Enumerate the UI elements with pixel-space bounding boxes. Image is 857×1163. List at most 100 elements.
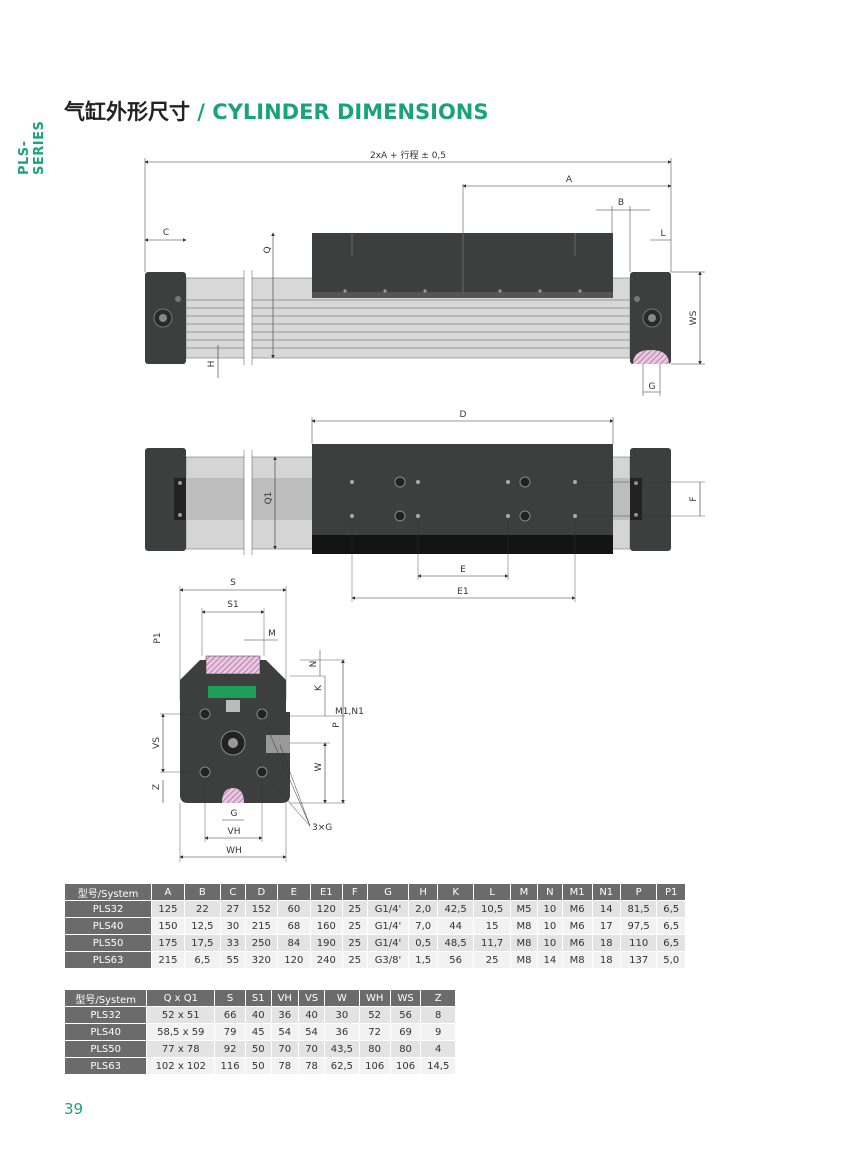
value-cell: 27 [221, 901, 245, 917]
value-cell: 14,5 [421, 1058, 455, 1074]
value-cell: 92 [215, 1041, 245, 1057]
value-cell: 62,5 [325, 1058, 359, 1074]
dim-total: 2xA + 行程 ± 0,5 [370, 149, 446, 161]
value-cell: 50 [245, 1041, 271, 1057]
value-cell: 84 [278, 935, 310, 951]
value-cell: 79 [215, 1024, 245, 1040]
table-header: Z [421, 990, 455, 1006]
value-cell: M8 [562, 952, 592, 968]
value-cell: M8 [510, 918, 538, 934]
title-en: CYLINDER DIMENSIONS [212, 100, 489, 124]
table-header: F [343, 884, 367, 900]
table-header: Q x Q1 [147, 990, 215, 1006]
value-cell: 215 [152, 952, 184, 968]
value-cell: 22 [184, 901, 221, 917]
value-cell: 42,5 [437, 901, 474, 917]
table-header: L [474, 884, 510, 900]
dim-P1: P1 [153, 632, 163, 643]
value-cell: 44 [437, 918, 474, 934]
model-cell: PLS32 [65, 1007, 147, 1023]
value-cell: 14 [592, 901, 620, 917]
table-header: E [278, 884, 310, 900]
value-cell: 12,5 [184, 918, 221, 934]
value-cell: 6,5 [657, 935, 685, 951]
value-cell: 78 [271, 1058, 298, 1074]
dim-M: M [268, 629, 276, 639]
value-cell: 68 [278, 918, 310, 934]
value-cell: 58,5 x 59 [147, 1024, 215, 1040]
value-cell: 120 [278, 952, 310, 968]
value-cell: 25 [343, 935, 367, 951]
value-cell: 106 [359, 1058, 390, 1074]
dim-L: L [660, 229, 665, 239]
value-cell: 25 [343, 901, 367, 917]
value-cell: 66 [215, 1007, 245, 1023]
value-cell: 7,0 [409, 918, 437, 934]
value-cell: 10 [538, 935, 562, 951]
table-header: 型号/System [65, 884, 152, 900]
table-header: K [437, 884, 474, 900]
page-title: 气缸外形尺寸 / CYLINDER DIMENSIONS [64, 96, 489, 126]
value-cell: 55 [221, 952, 245, 968]
value-cell: 60 [278, 901, 310, 917]
value-cell: M6 [562, 935, 592, 951]
model-cell: PLS40 [65, 1024, 147, 1040]
value-cell: 54 [299, 1024, 325, 1040]
table-header: VH [271, 990, 298, 1006]
dim-WH: WH [226, 846, 242, 856]
value-cell: 54 [271, 1024, 298, 1040]
model-cell: PLS63 [65, 952, 152, 968]
table-header: P [620, 884, 657, 900]
value-cell: M8 [510, 935, 538, 951]
dim-VH: VH [228, 827, 241, 837]
table-header: G [367, 884, 409, 900]
value-cell: 10 [538, 918, 562, 934]
table-header: M [510, 884, 538, 900]
value-cell: 77 x 78 [147, 1041, 215, 1057]
value-cell: M6 [562, 901, 592, 917]
dim-A: A [566, 175, 573, 185]
value-cell: 50 [245, 1058, 271, 1074]
value-cell: 43,5 [325, 1041, 359, 1057]
technical-drawing: 2xA + 行程 ± 0,5 A B C L [144, 149, 705, 862]
dim-VS: VS [152, 737, 162, 749]
value-cell: 52 [359, 1007, 390, 1023]
dim-S: S [230, 578, 236, 588]
dim-Q1: Q1 [264, 492, 274, 505]
value-cell: 2,0 [409, 901, 437, 917]
value-cell: 110 [620, 935, 657, 951]
dim-G: G [649, 382, 656, 392]
value-cell: 25 [474, 952, 510, 968]
table-header: H [409, 884, 437, 900]
value-cell: G1/4' [367, 901, 409, 917]
value-cell: 175 [152, 935, 184, 951]
table-header: N [538, 884, 562, 900]
top-view: D Q1 F E [145, 410, 705, 602]
value-cell: M8 [510, 952, 538, 968]
table-header: WS [390, 990, 421, 1006]
table-header: W [325, 990, 359, 1006]
dim-S1: S1 [227, 600, 238, 610]
table-header: P1 [657, 884, 685, 900]
model-cell: PLS32 [65, 901, 152, 917]
value-cell: G1/4' [367, 918, 409, 934]
table-header: VS [299, 990, 325, 1006]
dim-Q: Q [263, 246, 273, 253]
value-cell: 6,5 [657, 901, 685, 917]
dim-P: P [332, 722, 342, 728]
dim-Z: Z [152, 784, 162, 790]
value-cell: 36 [271, 1007, 298, 1023]
value-cell: 106 [390, 1058, 421, 1074]
value-cell: 9 [421, 1024, 455, 1040]
model-cell: PLS50 [65, 1041, 147, 1057]
value-cell: 11,7 [474, 935, 510, 951]
value-cell: 78 [299, 1058, 325, 1074]
model-cell: PLS63 [65, 1058, 147, 1074]
